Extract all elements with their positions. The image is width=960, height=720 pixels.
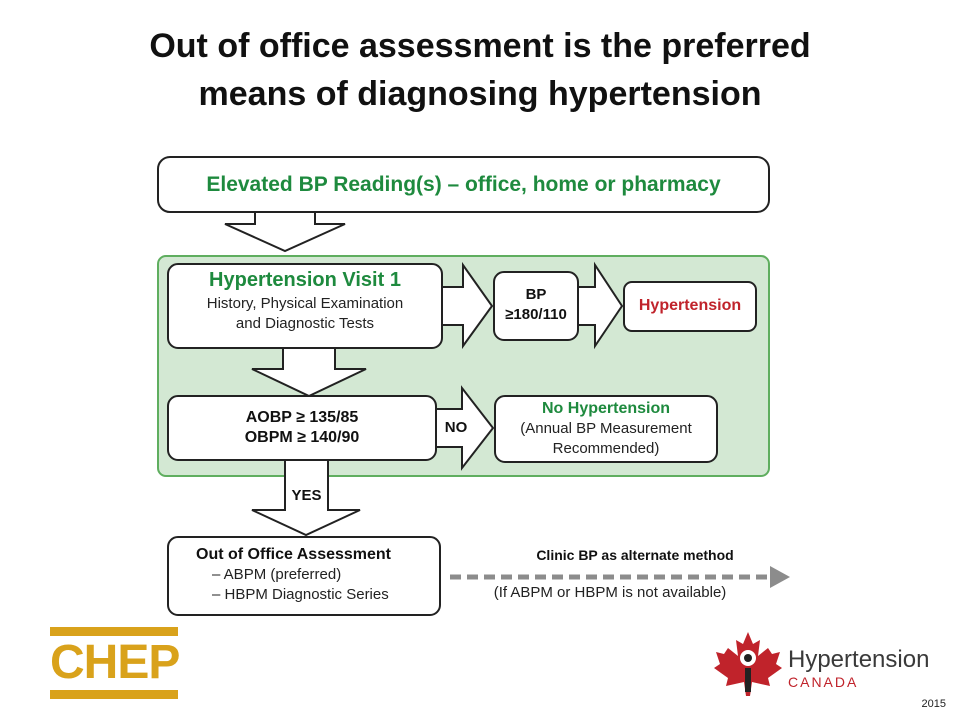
no-htn-title: No Hypertension xyxy=(541,400,670,417)
arrow-right-2 xyxy=(577,261,624,350)
visit1-title: Hypertension Visit 1 xyxy=(209,269,401,291)
arrow-right-1 xyxy=(441,261,494,350)
title-line-1: Out of office assessment is the preferre… xyxy=(149,27,811,65)
aobp-line: AOBP ≥ 135/85 xyxy=(245,409,359,426)
chep-top-bar xyxy=(50,627,178,636)
obpm-line: OBPM ≥ 140/90 xyxy=(244,429,360,446)
htn-logo-word: Hypertension xyxy=(788,646,930,673)
arrow-down-yes xyxy=(251,459,361,537)
bp-line1: BP xyxy=(525,286,547,303)
yes-label: YES xyxy=(291,487,322,504)
hypertension-label: Hypertension xyxy=(638,297,742,314)
no-label: NO xyxy=(444,419,468,436)
maple-leaf-icon xyxy=(714,632,782,696)
arrow-down-2 xyxy=(251,347,367,398)
ooo-title: Out of Office Assessment xyxy=(196,546,392,563)
hypertension-box xyxy=(623,281,757,332)
bp-text: BP ≥180/110 xyxy=(494,285,578,325)
visit1-text: Hypertension Visit 1 History, Physical E… xyxy=(168,266,442,334)
elevated-box xyxy=(157,156,770,213)
chep-bottom-bar xyxy=(50,690,178,699)
bp-line2: ≥180/110 xyxy=(505,306,567,323)
chep-logo: CHEP xyxy=(50,627,180,699)
clinic-title: Clinic BP as alternate method xyxy=(536,547,734,563)
arrow-right-no xyxy=(435,385,495,471)
chep-logo-text: CHEP xyxy=(50,636,180,689)
no-htn-line1: (Annual BP Measurement xyxy=(520,420,692,437)
arrow-down-1 xyxy=(224,211,346,253)
aobp-text: AOBP ≥ 135/85 OBPM ≥ 140/90 xyxy=(168,408,436,448)
no-htn-box xyxy=(494,395,718,463)
hypertension-canada-logo: Hypertension CANADA xyxy=(712,628,929,700)
htn-logo-country: CANADA xyxy=(788,674,859,690)
dashed-arrow-head xyxy=(770,566,790,588)
no-htn-line2: Recommended) xyxy=(552,440,660,457)
year-label: 2015 xyxy=(921,698,946,710)
ooo-item1: – ABPM (preferred) xyxy=(212,566,342,583)
slide-title: Out of office assessment is the preferre… xyxy=(0,22,960,118)
ooo-box xyxy=(167,536,441,616)
visit1-line1: History, Physical Examination xyxy=(206,295,404,312)
ooo-item2: – HBPM Diagnostic Series xyxy=(212,586,389,603)
title-line-2: means of diagnosing hypertension xyxy=(198,75,762,113)
visit1-line2: and Diagnostic Tests xyxy=(235,315,375,332)
no-htn-text: No Hypertension (Annual BP Measurement R… xyxy=(495,399,717,459)
ooo-text: Out of Office Assessment – ABPM (preferr… xyxy=(196,544,391,605)
clinic-note: (If ABPM or HBPM is not available) xyxy=(493,584,727,601)
elevated-label: Elevated BP Reading(s) – office, home or… xyxy=(206,173,721,196)
